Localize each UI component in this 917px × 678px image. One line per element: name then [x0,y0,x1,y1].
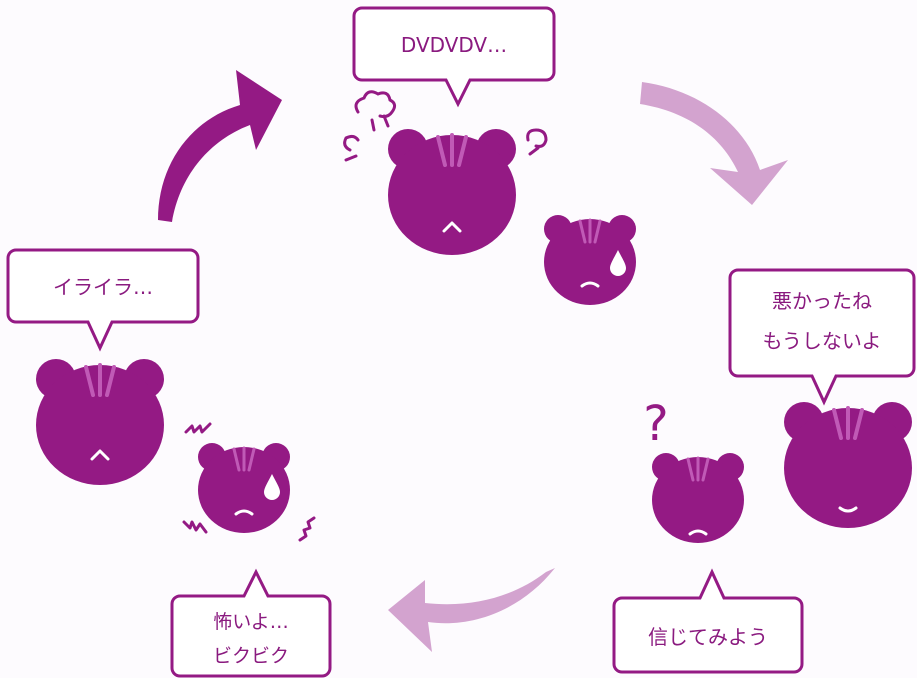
bubble-bottom-right-text: 信じてみよう [648,625,768,649]
angry-bear-left [34,357,166,487]
curved-arrow-up-right [158,70,282,222]
bubble-left: イライラ… [6,248,200,352]
bubble-right-line-1: 悪かったね [772,289,872,313]
tremble-lines-icon [182,422,316,542]
angry-bear-top [386,127,518,257]
scared-bear-top [542,213,638,307]
bubble-right: 悪かったね もうしないよ [728,268,916,406]
worried-mouth [688,529,708,536]
anger-puff-icon [343,90,548,162]
bubble-top: DVDVDV… [352,6,556,108]
bubble-top-text: DVDVDV… [401,33,507,57]
smile-mouth [838,506,858,513]
bubble-bottom-left: 怖いよ… ビクビク [170,568,332,678]
frown-mouth [442,221,462,233]
bubble-right-line-2: もうしないよ [763,329,882,353]
bubble-bottom-left-line-2: ビクビク [213,645,289,667]
worried-mouth [234,509,254,516]
doubtful-bear-right [650,451,746,545]
curved-arrow-left [388,568,555,652]
frown-mouth [90,449,110,461]
bubble-bottom-left-line-1: 怖いよ… [213,611,289,633]
question-mark-icon: ? [643,396,668,452]
curved-arrow-down-right [640,82,788,205]
bubble-left-text: イライラ… [53,275,153,299]
scared-bear-left [196,441,292,535]
apologizing-bear-right [782,400,914,530]
worried-mouth [580,281,600,288]
bubble-bottom-right: 信じてみよう [612,568,804,674]
